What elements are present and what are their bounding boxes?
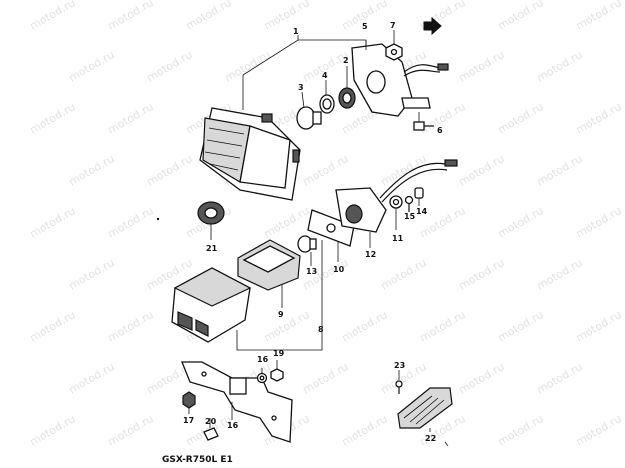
license-lens-9 (237, 239, 301, 308)
watermark-text: motod.ru (418, 308, 468, 344)
watermark-text: motod.ru (574, 412, 624, 448)
watermark-text: motod.ru (262, 204, 312, 240)
watermark-text: motod.ru (535, 360, 585, 396)
watermark-text: motod.ru (28, 100, 78, 136)
watermark-text: motod.ru (574, 0, 624, 33)
watermark-text: motod.ru (457, 360, 507, 396)
callout-16b: 16 (227, 421, 239, 430)
bolt-6 (413, 112, 434, 131)
cap-14 (414, 187, 424, 206)
watermark-text: motod.ru (496, 100, 546, 136)
callout-20: 20 (205, 417, 217, 426)
callout-12: 12 (365, 250, 376, 259)
reflector-22 (397, 387, 453, 432)
forward-arrow-icon (423, 16, 442, 36)
watermark-text: motod.ru (535, 256, 585, 292)
socket-assembly-12 (335, 159, 458, 248)
screw-15 (404, 195, 414, 212)
watermark-text: motod.ru (496, 204, 546, 240)
watermark-text: motod.ru (379, 256, 429, 292)
watermark-text: motod.ru (496, 412, 546, 448)
callout-2: 2 (343, 56, 349, 65)
watermark-text: motod.ru (106, 412, 156, 448)
bulb-13 (297, 235, 317, 266)
callout-5: 5 (362, 22, 368, 31)
bulb-3 (296, 91, 322, 130)
watermark-text: motod.ru (535, 48, 585, 84)
watermark-text: motod.ru (67, 152, 117, 188)
grommet-21 (197, 201, 225, 240)
lamp-housing-8 (171, 240, 323, 351)
watermark-text: motod.ru (67, 360, 117, 396)
callout-11: 11 (392, 234, 404, 243)
watermark-text: motod.ru (535, 152, 585, 188)
callout-6: 6 (437, 126, 443, 135)
bracket-5 (351, 40, 449, 117)
watermark-text: motod.ru (262, 308, 312, 344)
watermark-text: motod.ru (262, 0, 312, 33)
watermark-text: motod.ru (28, 412, 78, 448)
watermark-text: motod.ru (496, 0, 546, 33)
nut-7 (385, 30, 403, 61)
callout-10: 10 (333, 265, 345, 274)
watermark-text: motod.ru (67, 48, 117, 84)
watermark-text: motod.ru (106, 204, 156, 240)
nut-19 (270, 360, 284, 382)
callout-21: 21 (206, 244, 218, 253)
watermark-text: motod.ru (301, 360, 351, 396)
bolt-17 (182, 391, 196, 414)
watermark-text: motod.ru (574, 204, 624, 240)
watermark-text: motod.ru (106, 0, 156, 33)
watermark-text: motod.ru (145, 152, 195, 188)
socket-2 (338, 66, 356, 109)
watermark-text: motod.ru (340, 412, 390, 448)
watermark-text: motod.ru (574, 308, 624, 344)
watermark-text: motod.ru (223, 48, 273, 84)
callout-4: 4 (322, 71, 328, 80)
callout-8: 8 (318, 325, 324, 334)
callout-9: 9 (278, 310, 284, 319)
callout-19: 19 (273, 349, 285, 358)
washer-11 (389, 195, 403, 230)
callout-13: 13 (306, 267, 317, 276)
callout-7: 7 (390, 21, 396, 30)
gasket-4 (319, 80, 335, 114)
watermark-text: motod.ru (145, 48, 195, 84)
tail-light-lens (199, 107, 301, 201)
stray-tick (444, 441, 449, 447)
callout-22: 22 (425, 434, 436, 443)
callout-14: 14 (416, 207, 428, 216)
callout-16a: 16 (257, 355, 269, 364)
watermark-text: motod.ru (28, 308, 78, 344)
watermark-text: motod.ru (28, 204, 78, 240)
watermark-text: motod.ru (574, 100, 624, 136)
callout-15: 15 (404, 212, 416, 221)
watermark-text: motod.ru (301, 152, 351, 188)
watermark-text: motod.ru (340, 308, 390, 344)
callout-3: 3 (298, 83, 304, 92)
watermark-text: motod.ru (106, 308, 156, 344)
license-bracket-16 (181, 361, 293, 443)
gasket-10 (307, 209, 355, 262)
callout-labels: 1 2 3 4 5 6 7 8 9 10 11 12 13 14 15 16 1… (183, 21, 443, 443)
watermark-text: motod.ru (457, 256, 507, 292)
model-label: GSX-R750L E1 (162, 455, 233, 465)
callout-17: 17 (183, 416, 194, 425)
stray-dot (156, 217, 160, 221)
screw-20 (203, 418, 219, 441)
watermark-text: motod.ru (184, 0, 234, 33)
watermark-text: motod.ru (67, 256, 117, 292)
watermark-text: motod.ru (457, 152, 507, 188)
watermark-text: motod.ru (496, 308, 546, 344)
callout-23: 23 (394, 361, 405, 370)
screw-23 (395, 370, 403, 394)
watermark-text: motod.ru (106, 100, 156, 136)
washer-16 (256, 368, 268, 384)
callout-1: 1 (293, 27, 299, 36)
watermark-text: motod.ru (28, 0, 78, 33)
watermark-text: motod.ru (457, 48, 507, 84)
watermark-text: motod.ru (379, 152, 429, 188)
